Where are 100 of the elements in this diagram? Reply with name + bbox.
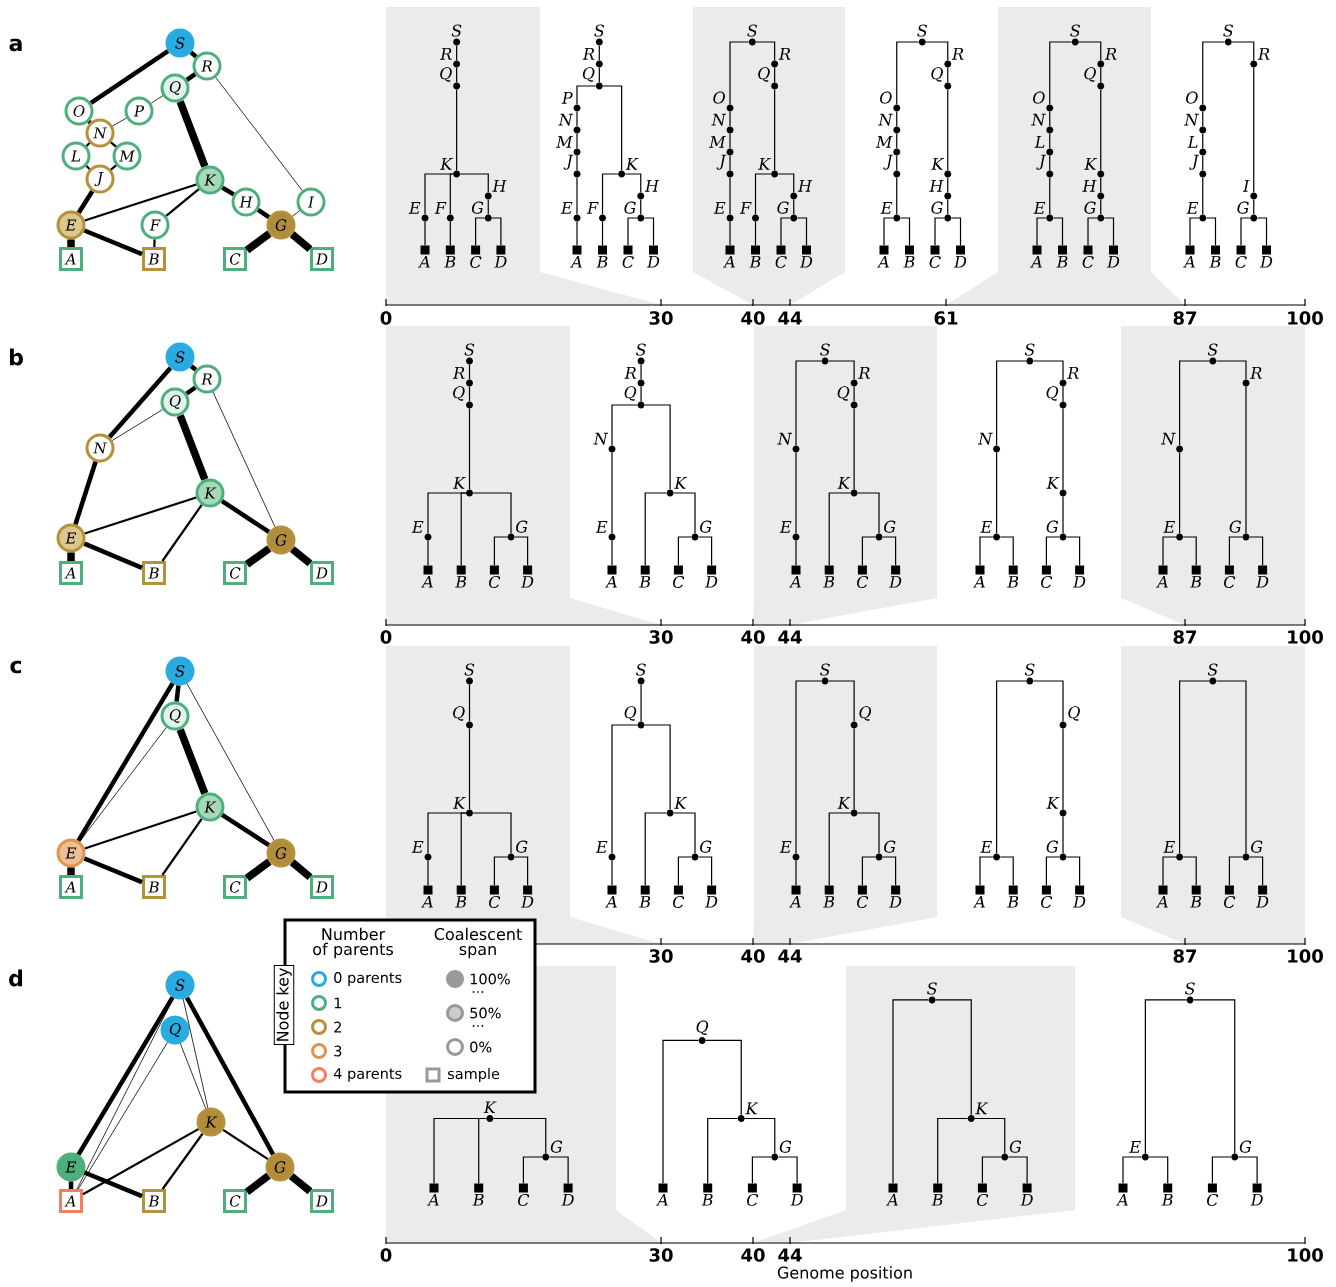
sample-leaf: B <box>639 565 651 588</box>
node-label: A <box>973 575 985 588</box>
sample-leaf: B <box>639 885 651 908</box>
tree-node: G <box>691 520 712 541</box>
node-label: Q <box>931 67 943 82</box>
node-label: R <box>858 367 870 379</box>
legend-heading: Coalescent span <box>434 927 522 959</box>
node-label: Q <box>1068 706 1080 721</box>
node-label: N <box>1184 113 1199 126</box>
tree-node: K <box>931 158 952 178</box>
tree-branch <box>1202 111 1204 127</box>
node-label: D <box>561 1193 574 1206</box>
tree-branch <box>979 856 994 886</box>
sample-leaf: D <box>1250 1183 1263 1206</box>
tree-node: G <box>875 520 896 541</box>
tree-branch <box>705 1039 742 1116</box>
tree-node: N <box>777 432 800 453</box>
tree-node: E <box>560 202 581 222</box>
node-label: B <box>1007 575 1019 588</box>
sample-leaf: A <box>789 565 801 588</box>
tree-node: K <box>666 477 688 497</box>
node-label: E <box>1163 841 1176 853</box>
node-label: C <box>857 895 869 908</box>
sample-leaf: B <box>455 565 467 588</box>
node-label: C <box>622 255 634 268</box>
sample-leaf: D <box>520 885 534 908</box>
connector-line <box>185 72 197 82</box>
sample-leaf: D <box>1255 565 1269 588</box>
tree-branch <box>828 680 855 722</box>
tree-node: J <box>1036 154 1054 178</box>
sample-square: D <box>310 875 334 899</box>
tree-node: F <box>739 202 759 222</box>
sample-leaf: D <box>1072 565 1086 588</box>
node-label: D <box>494 255 507 268</box>
sample-leaf: C <box>1207 1183 1219 1206</box>
tree-node: K <box>1046 477 1067 497</box>
legend-label: 3 <box>334 1045 342 1057</box>
node-label: J <box>883 154 894 170</box>
node-label: H <box>929 180 944 192</box>
node-label: S <box>464 663 475 676</box>
connector-line <box>256 208 271 219</box>
node-label: C <box>857 575 869 588</box>
sample-leaf: D <box>494 245 507 268</box>
tree-branch <box>491 217 502 246</box>
node-label: Q <box>624 706 637 721</box>
node-label: D <box>520 575 534 588</box>
node-label: E <box>1186 202 1199 214</box>
sample-leaf: B <box>1209 245 1221 268</box>
sample-leaf: D <box>1259 245 1273 268</box>
tree-branch <box>853 408 855 490</box>
tree-branch <box>1215 360 1247 380</box>
tree-branch <box>1211 1156 1232 1184</box>
sample-leaf: C <box>977 1183 989 1206</box>
node-label: D <box>1255 575 1269 588</box>
tree-node: S <box>917 24 927 46</box>
sample-leaf: B <box>472 1183 484 1206</box>
tree-node: G <box>771 1140 792 1161</box>
tree-branch <box>456 45 458 61</box>
tree-branch <box>468 386 471 402</box>
node-label: K <box>745 1102 759 1115</box>
node-label: B <box>444 255 456 268</box>
tree-branch <box>1032 680 1064 722</box>
node-label: S <box>917 24 928 37</box>
tree-branch <box>1062 728 1064 810</box>
node-label: Q <box>440 67 452 82</box>
tree-branch <box>925 41 949 61</box>
tree-branch <box>707 1117 739 1184</box>
tree-branch <box>576 85 597 105</box>
tree-node: N <box>878 113 901 134</box>
tree-node: G <box>1237 201 1258 222</box>
tree-node: E <box>779 521 800 541</box>
sample-square: C <box>223 247 247 271</box>
tree-branch <box>1162 536 1177 566</box>
node-label: K <box>1084 158 1098 170</box>
legend-label: 50% <box>470 1007 501 1019</box>
tree-branch <box>640 364 642 380</box>
tree-branch <box>950 217 962 246</box>
tree-branch <box>729 221 731 246</box>
tree-branch <box>795 860 797 886</box>
connector-line <box>176 100 209 168</box>
tree-branch <box>673 812 696 854</box>
node-label: E <box>411 521 424 533</box>
tree-branch <box>896 155 898 171</box>
panel-letter: c <box>10 660 22 674</box>
tree-branch <box>937 1117 969 1184</box>
node-label: D <box>888 575 902 588</box>
connector-line <box>222 1129 269 1160</box>
sample-square: D <box>310 247 334 271</box>
tree-branch <box>1066 856 1081 886</box>
tree-branch <box>882 536 897 566</box>
node-label: G <box>1251 840 1263 853</box>
node-label: B <box>1190 895 1202 908</box>
tree-branch <box>996 360 1027 446</box>
tree-node: N <box>593 432 616 453</box>
tick-label: 44 <box>778 630 802 644</box>
node-label: S <box>747 24 758 37</box>
tree-node: E <box>408 202 429 222</box>
tick-label: 40 <box>741 630 765 644</box>
tick-label: 100 <box>1288 311 1323 325</box>
node-label: P <box>561 92 573 104</box>
